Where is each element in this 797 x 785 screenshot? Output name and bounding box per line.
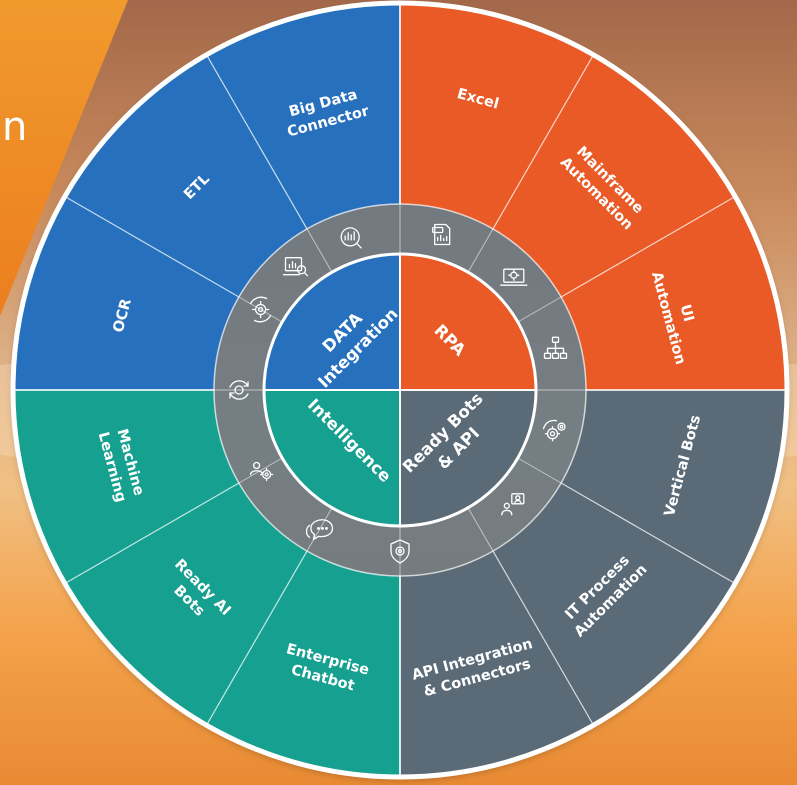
people-gear-icon [249,461,274,482]
quadrant-data-core [264,254,400,390]
ring-divider [467,228,494,273]
segment-divider [64,195,240,298]
wheel-dividers [10,0,790,780]
analytics-icon [340,227,362,249]
chart-search-icon [282,257,309,277]
gear-cycle-icon [249,296,272,323]
segment-divider [64,482,240,585]
chat-bubbles-icon [305,519,334,541]
ring-divider [306,228,333,273]
segment-divider [492,550,595,726]
gears-icon [542,419,566,442]
segment-divider [205,54,308,230]
banner-text: n [2,104,27,150]
ring-icons [229,223,568,564]
person-screen-icon [501,493,525,516]
quadrant-data-outer [13,3,400,390]
xls-file-icon [432,223,451,246]
ring-divider [517,457,562,484]
ring-divider [238,457,283,484]
quadrant-rpa-outer [400,3,787,390]
quadrant-rpa-core [400,254,536,390]
segment-divider [205,550,308,726]
quadrant-bots-outer [400,390,787,777]
org-chart-icon [543,336,568,359]
wheel [13,3,787,777]
ring-divider [238,296,283,323]
laptop-gear-icon [500,268,528,286]
ring-divider [517,296,562,323]
quadrant-intelligence-outer [13,390,400,777]
ring-divider [467,507,494,552]
title-banner [0,0,128,316]
quadrant-bots-core [400,390,536,526]
quadrant-intelligence-core [264,390,400,526]
brain-cycle-icon [229,380,249,400]
segment-label-rpa-2-line: UI [676,303,696,324]
segment-divider [560,482,736,585]
segment-divider [560,195,736,298]
shield-gear-icon [390,539,410,564]
segment-divider [492,54,595,230]
